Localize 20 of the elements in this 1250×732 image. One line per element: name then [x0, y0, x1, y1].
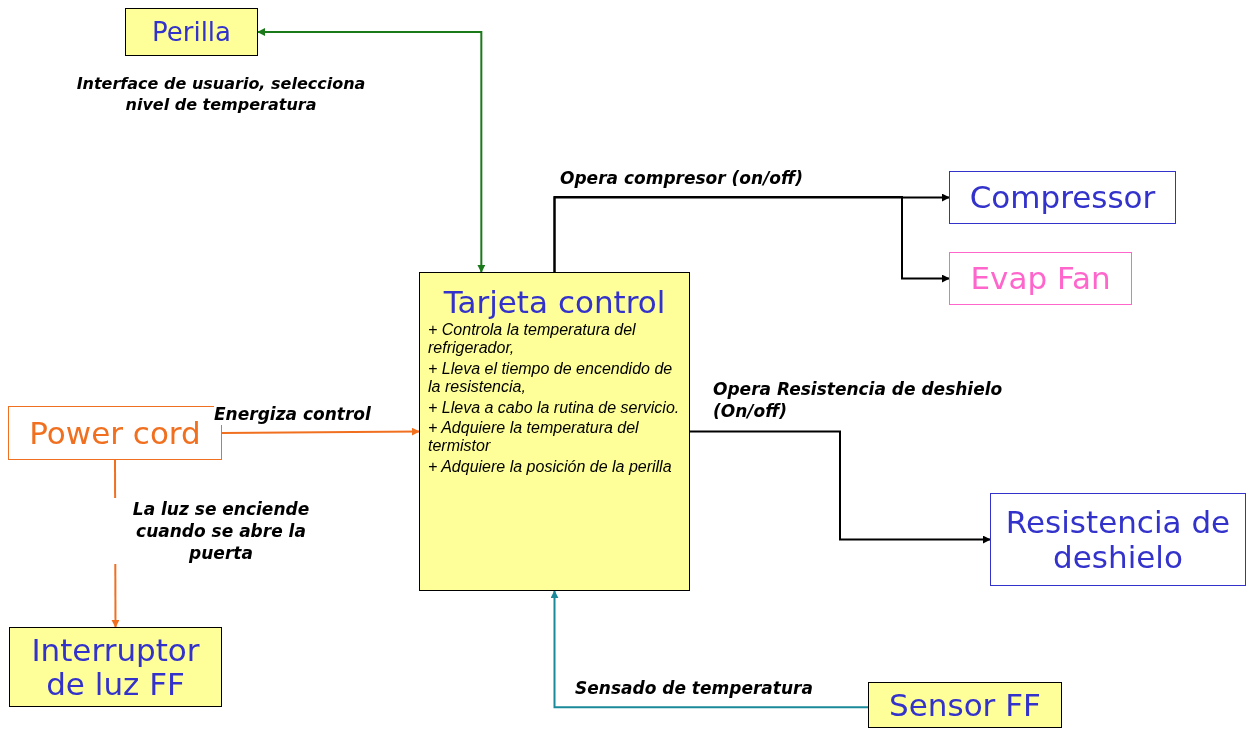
function-item: + Lleva el tiempo de encendido de la resistencia, [428, 359, 674, 397]
node-title: Perilla [151, 17, 231, 47]
function-item: + Controla la temperatura del refrigerador, [428, 321, 637, 358]
function-item: + Adquiere la temperatura del termistor [428, 419, 640, 456]
node-title: Power cord [29, 415, 201, 451]
component-box [990, 493, 1246, 586]
component-box [949, 171, 1176, 224]
node-title: Sensor FF [889, 687, 1041, 723]
node-title: Compressor [969, 180, 1156, 215]
component-box [125, 8, 258, 56]
node-title: Interruptor de luz FF [30, 632, 201, 702]
function-item: + Adquiere la posición de la perilla [428, 457, 673, 477]
node-title: Resistencia de deshielo [1004, 505, 1232, 574]
component-box [949, 252, 1132, 305]
node-title: Tarjeta control [442, 285, 667, 320]
component-box [9, 627, 222, 707]
component-box [868, 682, 1062, 728]
node-title: Evap Fan [970, 261, 1111, 296]
control-board-box [419, 272, 690, 591]
function-item: + Lleva a cabo la rutina de servicio. [428, 398, 681, 418]
